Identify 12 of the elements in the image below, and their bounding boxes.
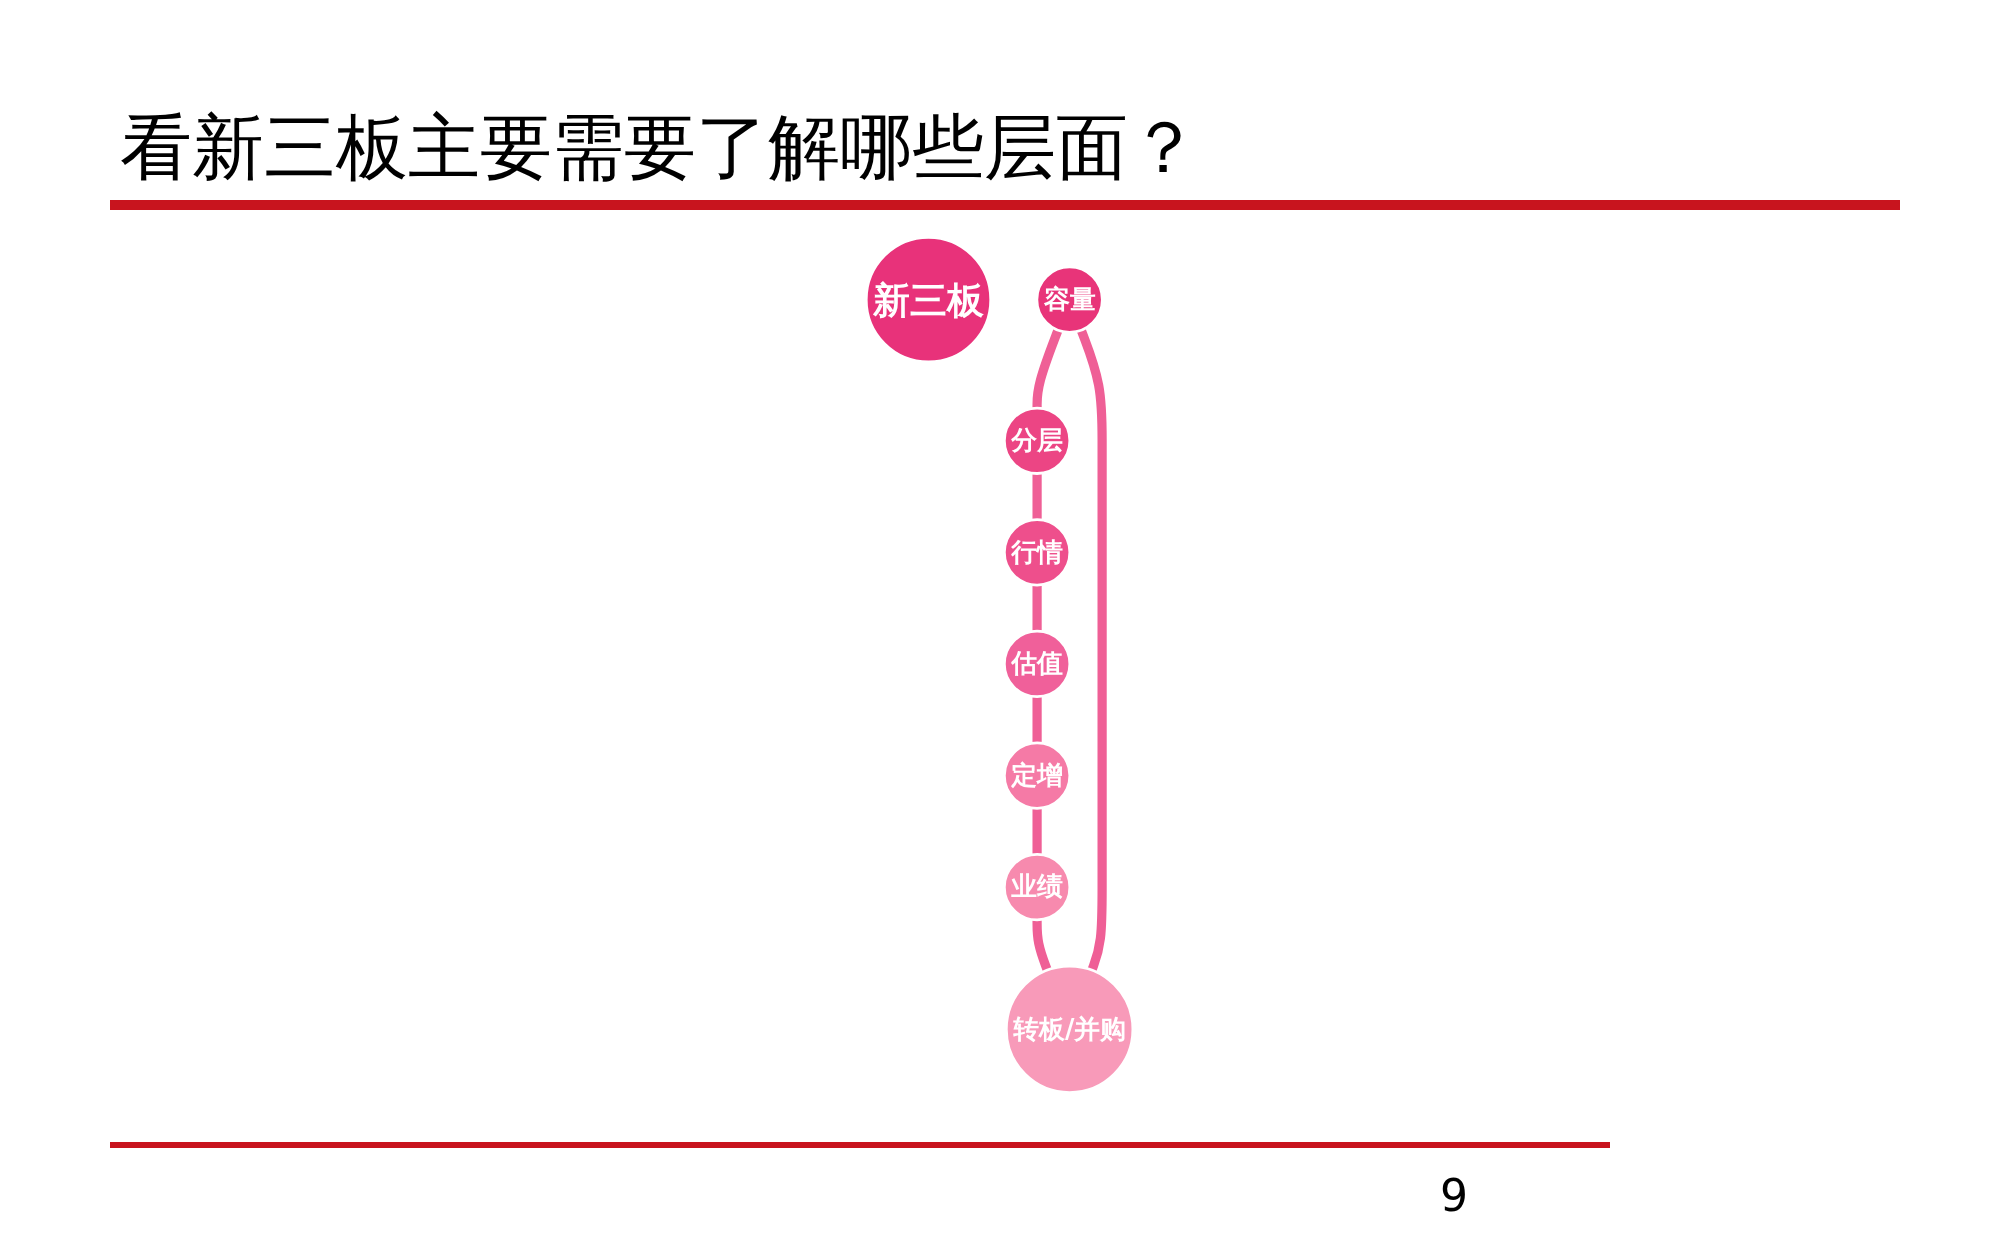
node-circle: 转板/并购 xyxy=(1005,964,1135,1094)
node-circle: 业绩 xyxy=(1003,853,1072,922)
node-circle: 分层 xyxy=(1003,406,1072,475)
node-circle: 行情 xyxy=(1003,518,1072,587)
title: 看新三板主要需要了解哪些层面？ xyxy=(120,104,1200,191)
page-number: 9 xyxy=(1440,1170,1468,1221)
connector xyxy=(1032,328,1063,409)
node-circle: 定增 xyxy=(1003,741,1072,810)
node-circle: 估值 xyxy=(1003,629,1072,699)
connector xyxy=(1032,919,1053,972)
connector xyxy=(1032,584,1043,632)
node-circle: 新三板 xyxy=(865,236,993,364)
